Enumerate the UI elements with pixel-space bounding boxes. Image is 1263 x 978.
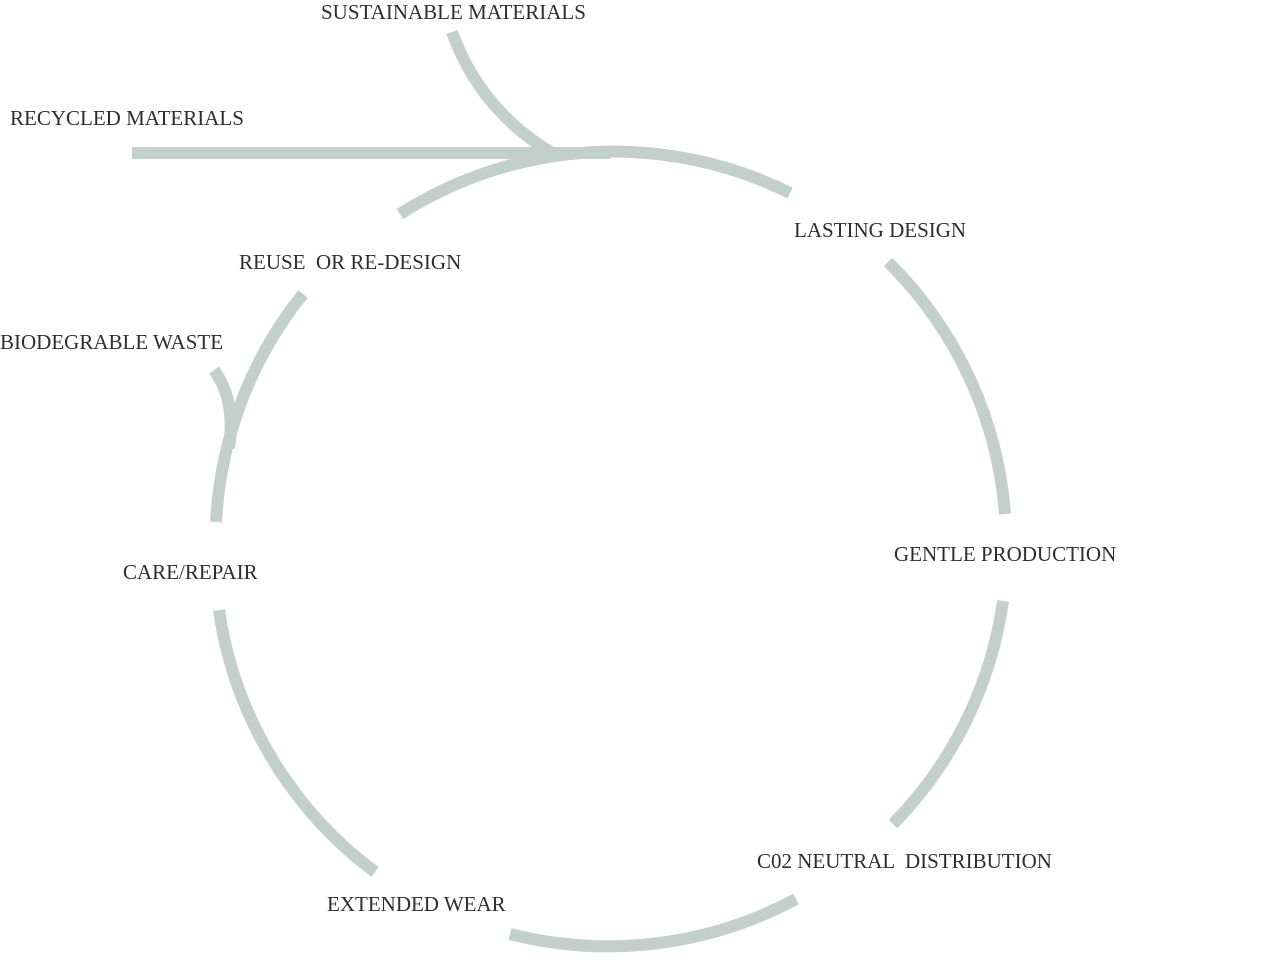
arc-lasting-design-to-production: [883, 257, 1011, 515]
label-gentle-production: GENTLE PRODUCTION: [894, 542, 1117, 566]
label-care-repair: CARE/REPAIR: [123, 560, 258, 584]
arc-extended-wear-to-care: [213, 609, 379, 877]
label-recycled-materials: RECYCLED MATERIALS: [10, 106, 244, 130]
label-sustainable-materials: SUSTAINABLE MATERIALS: [321, 0, 586, 24]
sustainable-materials-inflow-line: [446, 29, 556, 159]
label-lasting-design: LASTING DESIGN: [794, 218, 967, 242]
arc-distribution-to-extended-wear: [508, 893, 799, 953]
arc-production-to-distribution: [888, 600, 1009, 829]
biodegradable-waste-outflow-line: [209, 366, 237, 449]
arc-care-to-reuse: [210, 290, 308, 523]
label-biodegradable-waste: BIODEGRABLE WASTE: [0, 330, 224, 354]
label-extended-wear: EXTENDED WEAR: [327, 892, 506, 916]
arc-top-to-lasting-design: [396, 145, 793, 220]
label-co2-neutral-distribution: C02 NEUTRAL DISTRIBUTION: [757, 849, 1052, 873]
label-reuse-or-redesign: REUSE OR RE-DESIGN: [239, 250, 462, 274]
